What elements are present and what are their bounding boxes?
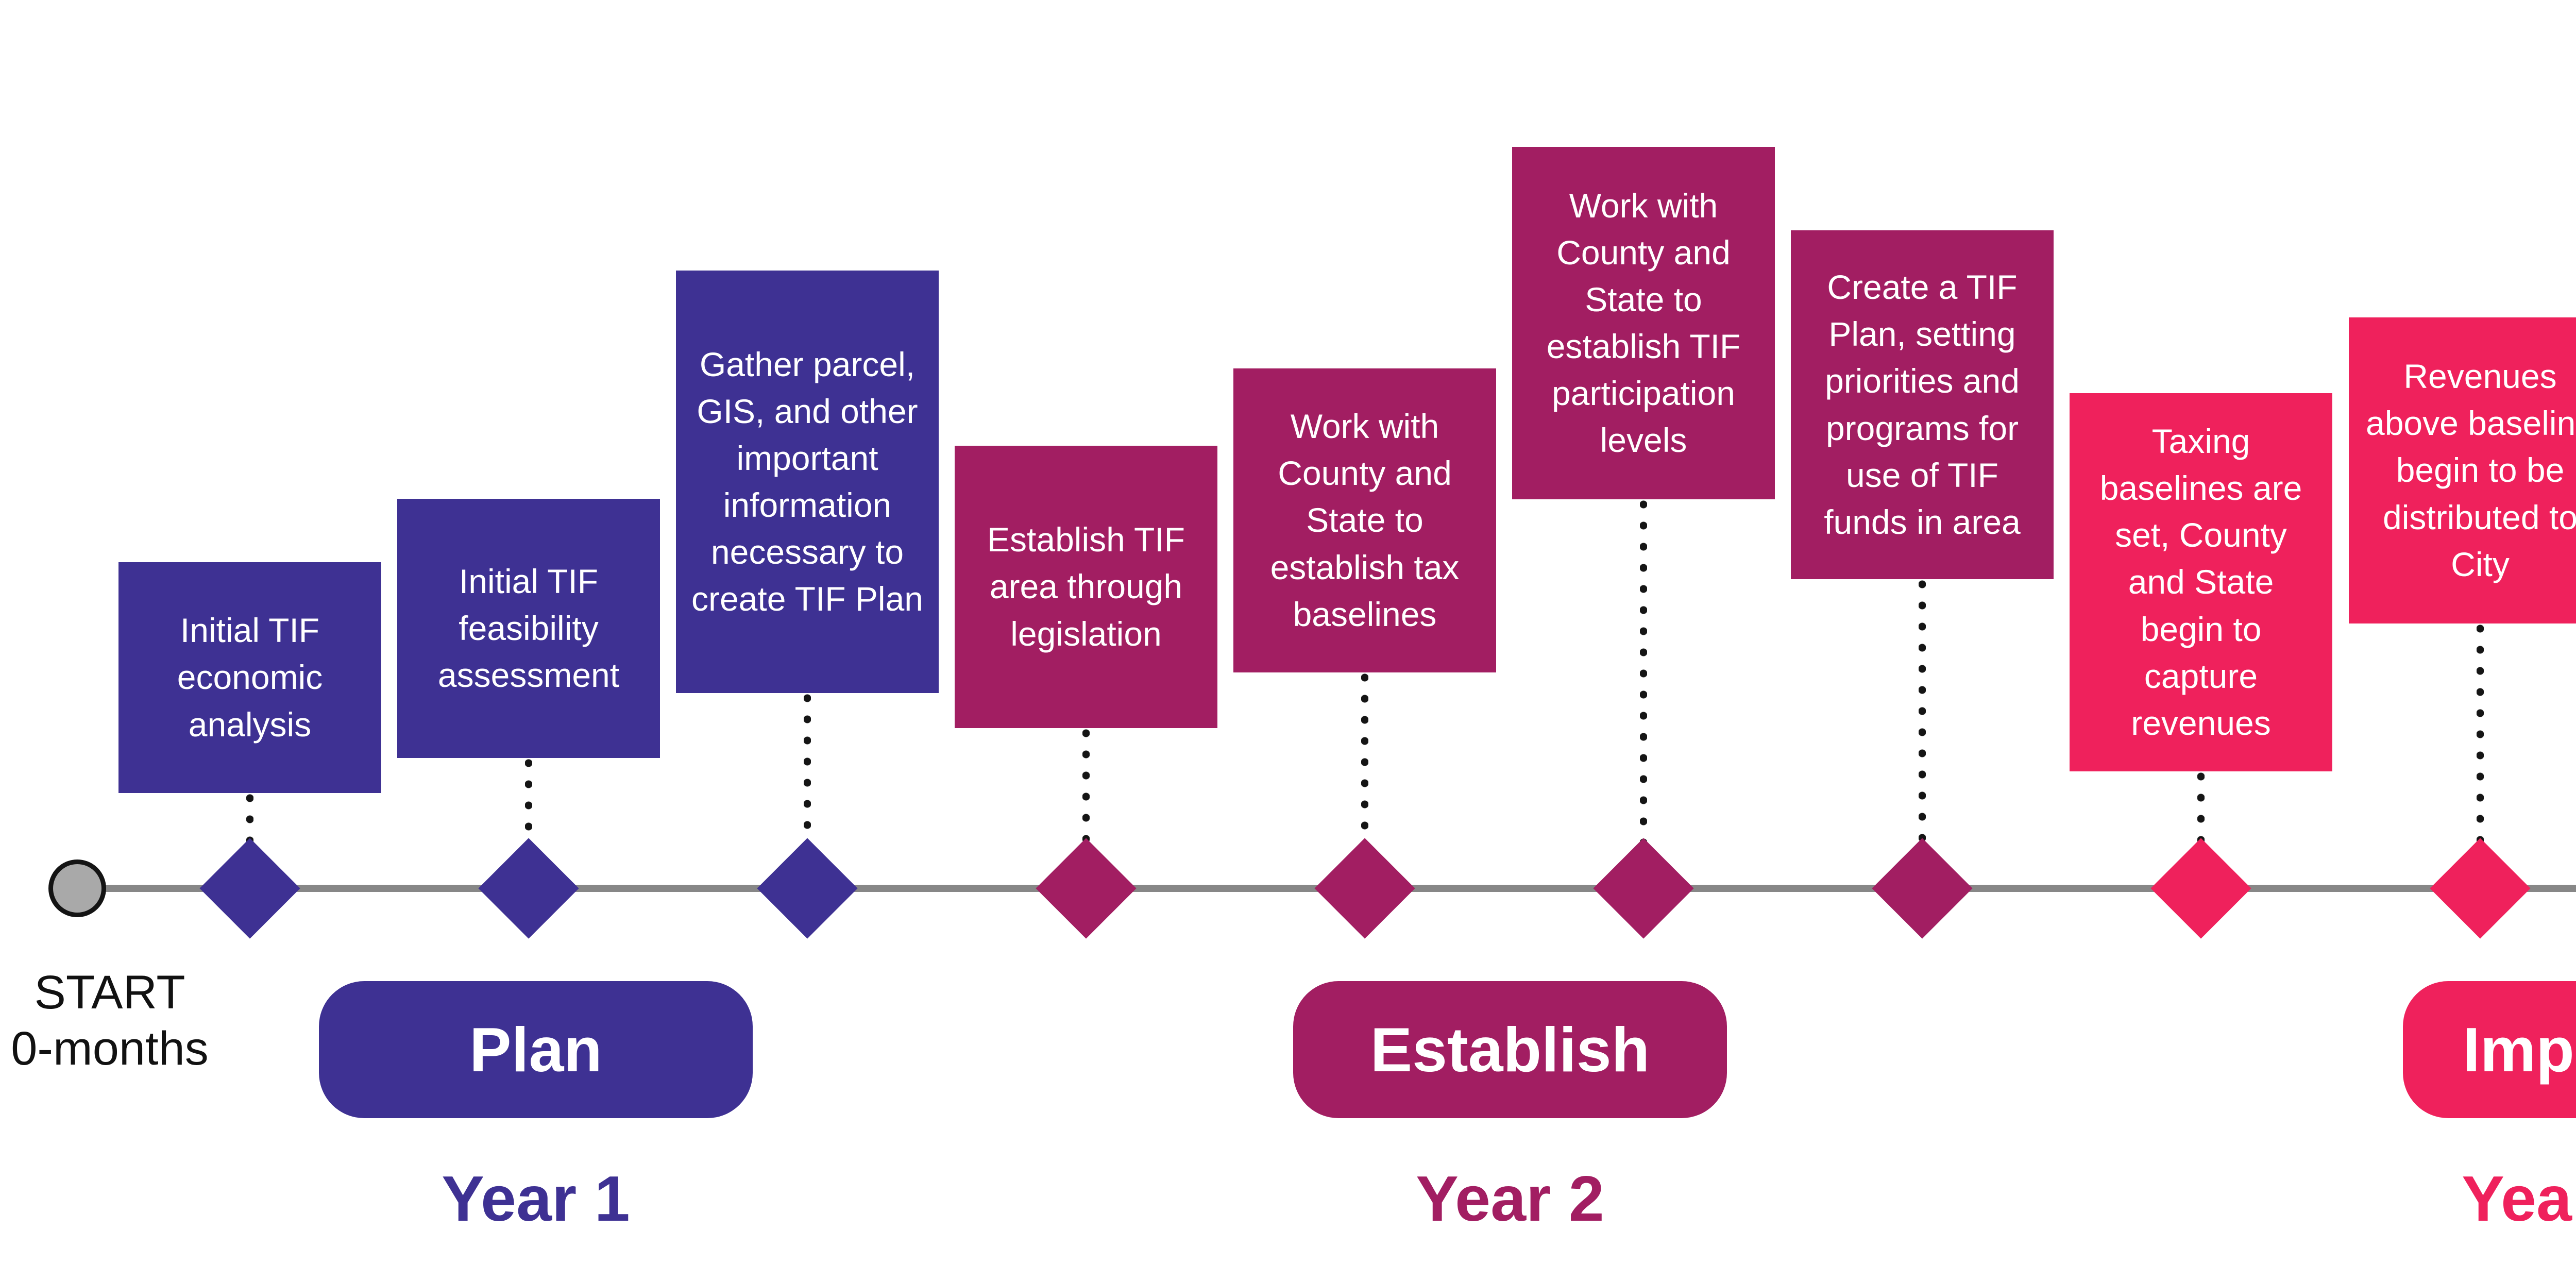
- phase-button-establish: Establish: [1293, 981, 1727, 1118]
- event-text: Gather parcel, GIS, and other important …: [691, 345, 923, 618]
- start-label-line1: START: [34, 966, 185, 1019]
- diamond-marker-implement-1: [2150, 838, 2251, 939]
- event-text: Create a TIF Plan, setting priorities an…: [1824, 268, 2021, 541]
- connector-plan-2: [525, 758, 532, 855]
- diamond-marker-establish-3: [1593, 838, 1694, 939]
- diamond-marker-establish-1: [1036, 838, 1137, 939]
- event-text: Taxing baselines are set, County and Sta…: [2099, 422, 2302, 742]
- diamond-marker-plan-1: [199, 838, 300, 939]
- event-box-establish-1: Establish TIF area through legislation: [955, 446, 1217, 728]
- year-label-implement: Years 3 - 5: [2462, 1164, 2576, 1235]
- phase-button-implement: Implement: [2403, 981, 2576, 1118]
- event-box-implement-2: Revenues above baseline begin to be dist…: [2349, 317, 2576, 623]
- event-text: Establish TIF area through legislation: [987, 520, 1185, 653]
- phase-button-label: Plan: [469, 1015, 602, 1085]
- diamond-marker-establish-2: [1314, 838, 1415, 939]
- connector-establish-2: [1361, 672, 1368, 855]
- event-text: Initial TIF feasibility assessment: [437, 562, 620, 695]
- phase-button-plan: Plan: [319, 981, 753, 1118]
- event-text: Revenues above baseline begin to be dist…: [2365, 357, 2576, 583]
- connector-implement-1: [2197, 771, 2205, 855]
- start-label: START 0-months: [11, 965, 209, 1076]
- event-box-establish-3: Work with County and State to establish …: [1512, 147, 1775, 499]
- year-label-establish: Year 2: [1416, 1164, 1604, 1235]
- event-box-establish-2: Work with County and State to establish …: [1233, 368, 1496, 672]
- event-box-implement-1: Taxing baselines are set, County and Sta…: [2070, 393, 2332, 771]
- connector-implement-2: [2477, 623, 2484, 855]
- connector-establish-4: [1919, 579, 1926, 855]
- start-label-line2: 0-months: [11, 1022, 209, 1075]
- phase-button-label: Establish: [1370, 1015, 1650, 1085]
- year-label-plan: Year 1: [442, 1164, 630, 1235]
- start-endpoint-circle: [48, 859, 106, 917]
- connector-plan-3: [804, 693, 811, 855]
- diamond-marker-establish-4: [1872, 838, 1973, 939]
- event-text: Initial TIF economic analysis: [177, 611, 323, 744]
- event-text: Work with County and State to establish …: [1546, 186, 1741, 460]
- event-box-plan-3: Gather parcel, GIS, and other important …: [676, 271, 939, 693]
- event-text: Work with County and State to establish …: [1270, 407, 1460, 633]
- connector-establish-1: [1082, 728, 1090, 855]
- event-box-establish-4: Create a TIF Plan, setting priorities an…: [1791, 230, 2054, 579]
- diamond-marker-plan-3: [757, 838, 858, 939]
- phase-button-label: Implement: [2462, 1015, 2576, 1085]
- diamond-marker-plan-2: [478, 838, 579, 939]
- event-box-plan-2: Initial TIF feasibility assessment: [397, 499, 660, 758]
- event-box-plan-1: Initial TIF economic analysis: [118, 562, 381, 793]
- diamond-marker-implement-2: [2430, 838, 2531, 939]
- connector-establish-3: [1640, 499, 1647, 855]
